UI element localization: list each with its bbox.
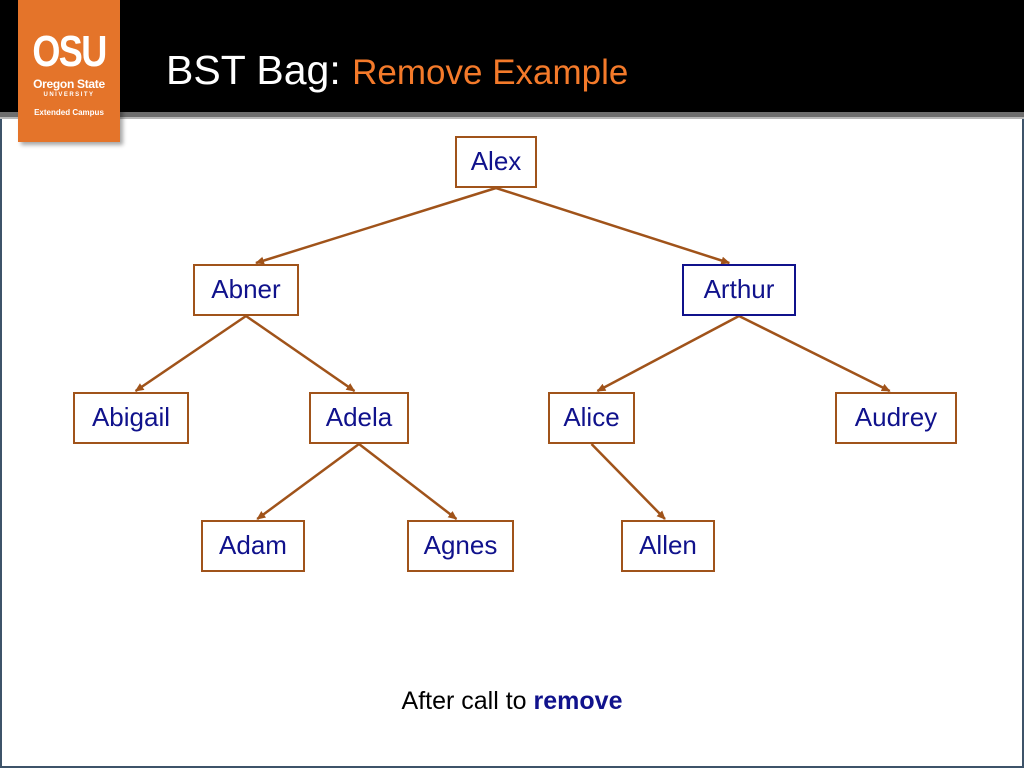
- edge-arthur-alice: [596, 314, 740, 393]
- edge-adela-adam: [256, 442, 360, 521]
- edge-alice-allen: [590, 443, 666, 520]
- tree-node-audrey: Audrey: [835, 392, 957, 444]
- header-bar: [0, 0, 1024, 112]
- caption-keyword: remove: [533, 687, 623, 715]
- edge-abner-abigail: [134, 314, 247, 393]
- edge-alex-arthur: [495, 186, 731, 265]
- tree-node-abigail: Abigail: [73, 392, 189, 444]
- tree-node-alex: Alex: [455, 136, 537, 188]
- logo-name: Oregon State: [33, 77, 105, 91]
- caption-text: After call to: [401, 687, 527, 715]
- edge-arthur-audrey: [738, 314, 891, 393]
- osu-logo: OSU Oregon State UNIVERSITY Extended Cam…: [18, 0, 120, 142]
- caption: After call to remove: [0, 684, 1024, 718]
- header-divider: [0, 112, 1024, 117]
- logo-tagline: Extended Campus: [34, 108, 104, 117]
- edge-adela-agnes: [358, 443, 458, 520]
- title-prefix: BST Bag:: [166, 47, 341, 93]
- edge-abner-adela: [245, 314, 356, 393]
- tree-node-adela: Adela: [309, 392, 409, 444]
- tree-node-agnes: Agnes: [407, 520, 514, 572]
- title-accent: Remove Example: [352, 53, 629, 92]
- edge-alex-abner: [255, 186, 497, 265]
- logo-subname: UNIVERSITY: [43, 92, 95, 98]
- tree-node-adam: Adam: [201, 520, 305, 572]
- logo-mark: OSU: [32, 27, 107, 76]
- tree-node-arthur: Arthur: [682, 264, 796, 316]
- tree-node-alice: Alice: [548, 392, 635, 444]
- header-divider-light: [0, 117, 1024, 119]
- tree-node-allen: Allen: [621, 520, 715, 572]
- tree-node-abner: Abner: [193, 264, 299, 316]
- page-title: BST Bag: Remove Example: [166, 44, 628, 99]
